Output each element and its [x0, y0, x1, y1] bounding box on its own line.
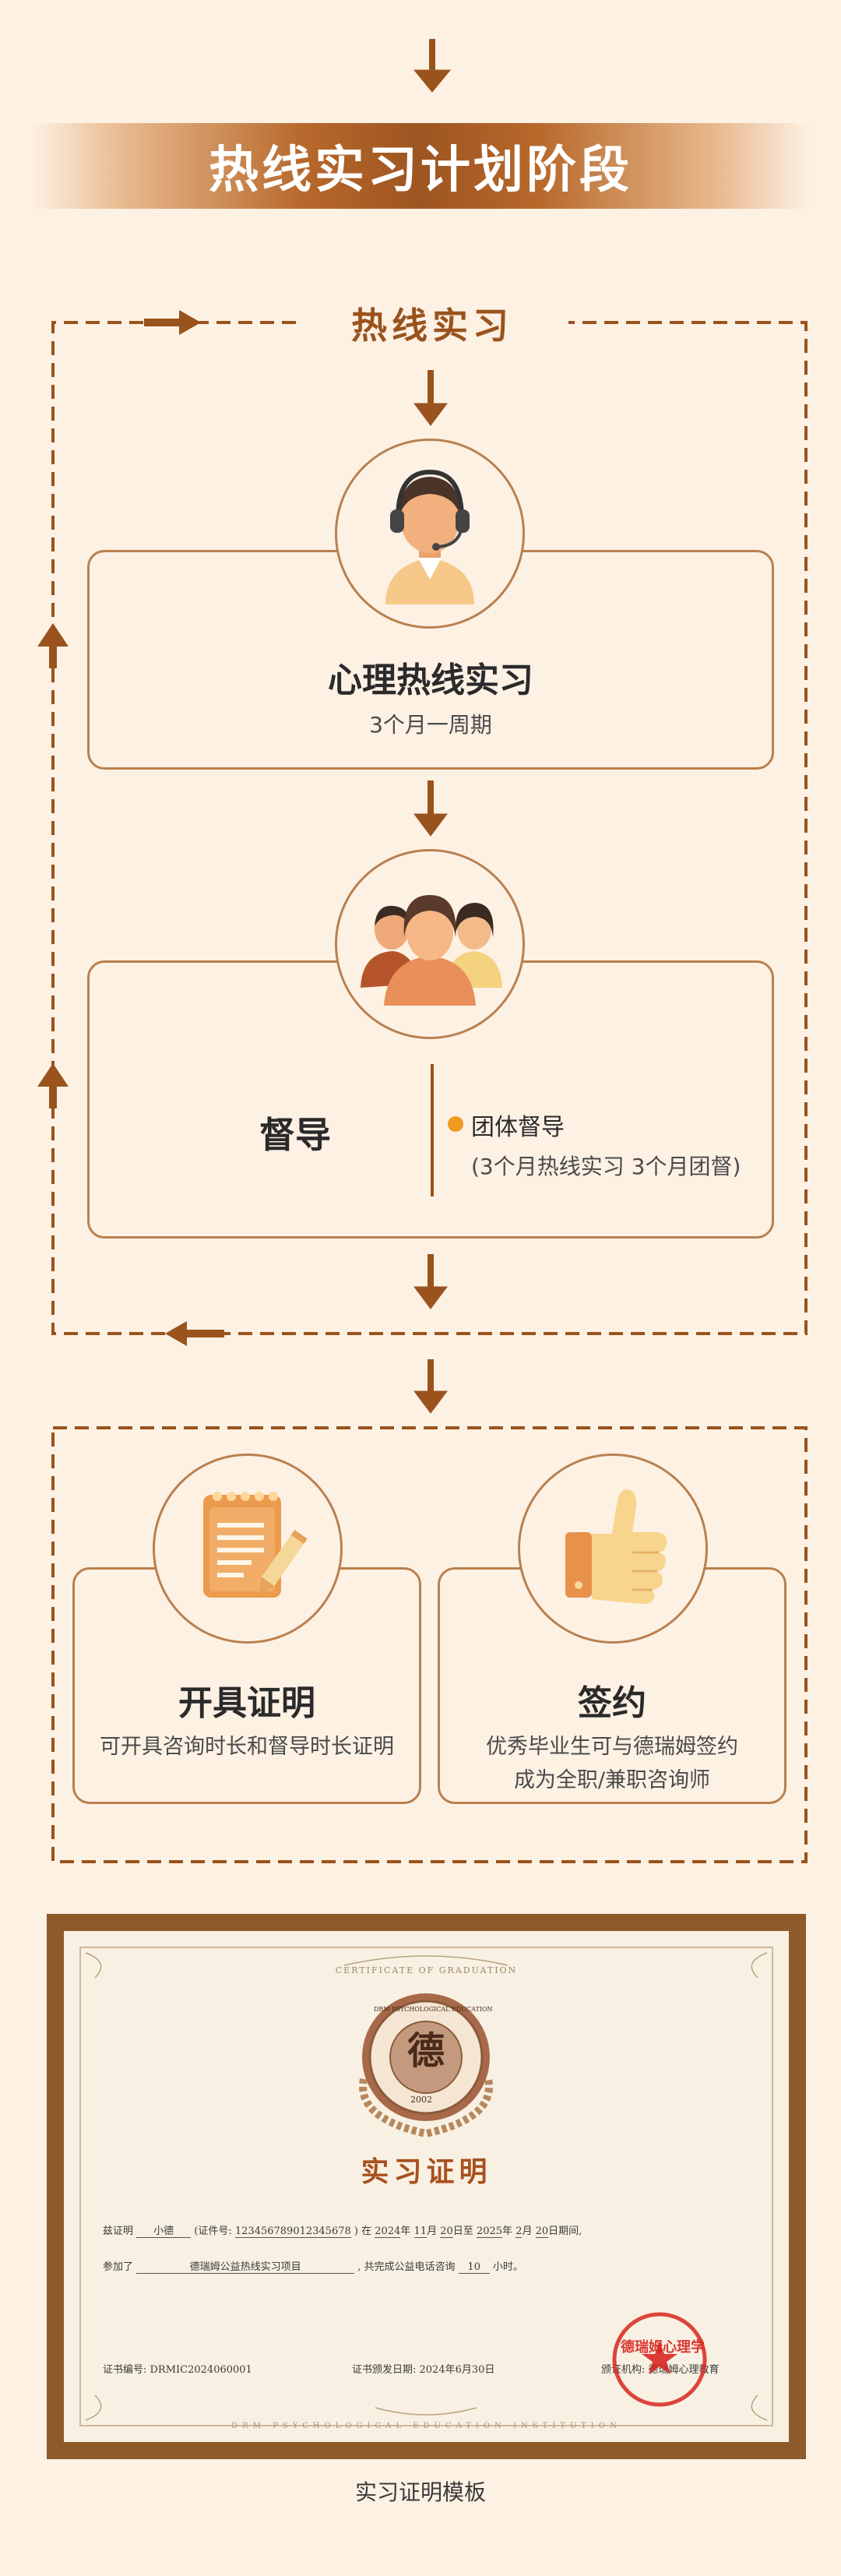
cert-footer: DRM PSYCHOLOGICAL EDUCATION INSTITUTION: [231, 2422, 621, 2430]
supervision-item-label: 团体督导: [471, 1114, 565, 1141]
outcome-frame: [51, 1426, 808, 1863]
cert-line2-mid: , 共完成公益电话咨询: [357, 2261, 456, 2273]
certificate-template: CERTIFICATE OF GRADUATION 德 DRM PSYCHOLO…: [47, 1914, 806, 2459]
stamp-icon: [612, 2312, 707, 2407]
cert-m2: 月: [522, 2225, 533, 2237]
cert-start-year: 2024: [375, 2225, 401, 2238]
seal-icon: [359, 1993, 493, 2138]
contract-card-subtitle-2: 成为全职/兼职咨询师: [513, 1768, 711, 1792]
certificate-icon-circle: [153, 1454, 343, 1644]
supervision-divider: [431, 1064, 434, 1196]
cert-end-day: 20: [535, 2225, 549, 2238]
supervision-icon-circle: [335, 849, 525, 1039]
cert-name: 小德: [136, 2222, 192, 2238]
cert-mid: ) 在: [354, 2225, 372, 2237]
loop-arrow-up-icon: [37, 1063, 69, 1108]
cert-prefix: 兹证明: [103, 2225, 134, 2237]
certificate-header: CERTIFICATE OF GRADUATION: [335, 1965, 518, 1975]
headset-person-icon: [385, 469, 474, 604]
cert-start-month: 11: [413, 2225, 428, 2238]
supervision-item-note: (3个月热线实习 3个月团督): [471, 1154, 741, 1179]
arrow-down-icon: [413, 370, 448, 426]
cert-project: 德瑞姆公益热线实习项目: [136, 2258, 355, 2274]
cert-end-year: 2025: [476, 2225, 503, 2238]
certificate-caption: 实习证明模板: [354, 2479, 486, 2505]
cert-id: 123456789012345678: [234, 2225, 351, 2238]
contract-card-title: 签约: [578, 1683, 646, 1723]
loop-arrow-up-icon: [37, 623, 69, 668]
arrow-down-icon: [413, 1254, 448, 1309]
arrow-down-icon: [413, 1359, 448, 1414]
cert-m: 月: [427, 2225, 438, 2237]
cert-end: 日期间,: [548, 2225, 582, 2237]
stage-title-banner: 热线实习计划阶段: [31, 123, 810, 209]
hotline-title: 心理热线实习: [328, 661, 533, 700]
hotline-subtitle: 3个月一周期: [369, 712, 492, 738]
certificate-paper: CERTIFICATE OF GRADUATION 德 DRM PSYCHOLO…: [64, 1931, 789, 2442]
certificate-ornament: [85, 1952, 768, 2421]
seal-ring-text: DRM PSYCHOLOGICAL EDUCATION: [374, 2006, 493, 2013]
stamp-text: 德瑞姆心理学: [621, 2339, 705, 2356]
seal-char: 德: [407, 2029, 445, 2073]
group-icon: [361, 895, 502, 1006]
cert-end-month: 2: [516, 2225, 523, 2238]
loop-arrow-right-icon: [144, 310, 201, 335]
hotline-icon-circle: [335, 439, 525, 629]
cert-hours: 10: [458, 2261, 490, 2274]
cert-issue-date: 证书颁发日期: 2024年6月30日: [352, 2364, 495, 2376]
arrow-down-icon: [413, 39, 452, 93]
contract-card-subtitle-1: 优秀毕业生可与德瑞姆签约: [486, 1735, 738, 1759]
cert-number: 证书编号: DRMIC2024060001: [103, 2364, 252, 2376]
seal-year: 2002: [410, 2095, 432, 2105]
loop-frame: [51, 321, 808, 1335]
certificate-title: 实习证明: [361, 2155, 492, 2188]
loop-label: 热线实习: [351, 305, 513, 347]
stage-title: 热线实习计划阶段: [209, 142, 632, 199]
cert-issuer: 颁证机构: 德瑞姆心理教育: [601, 2364, 720, 2376]
certificate-card-subtitle: 可开具咨询时长和督导时长证明: [100, 1735, 394, 1759]
cert-line2-prefix: 参加了: [103, 2261, 134, 2273]
bullet-dot: [448, 1116, 463, 1132]
notepad-icon: [203, 1492, 308, 1598]
arrow-down-icon: [413, 781, 448, 837]
cert-id-label: (证件号:: [194, 2225, 232, 2237]
cert-to: 日至: [452, 2225, 473, 2237]
cert-y: 年: [400, 2225, 411, 2237]
cert-hours-unit: 小时。: [492, 2261, 523, 2273]
certificate-card-title: 开具证明: [178, 1683, 315, 1723]
contract-icon-circle: [518, 1454, 708, 1644]
thumbs-up-icon: [565, 1489, 667, 1604]
cert-start-day: 20: [440, 2225, 453, 2238]
loop-arrow-left-icon: [165, 1321, 224, 1346]
cert-y2: 年: [502, 2225, 513, 2237]
